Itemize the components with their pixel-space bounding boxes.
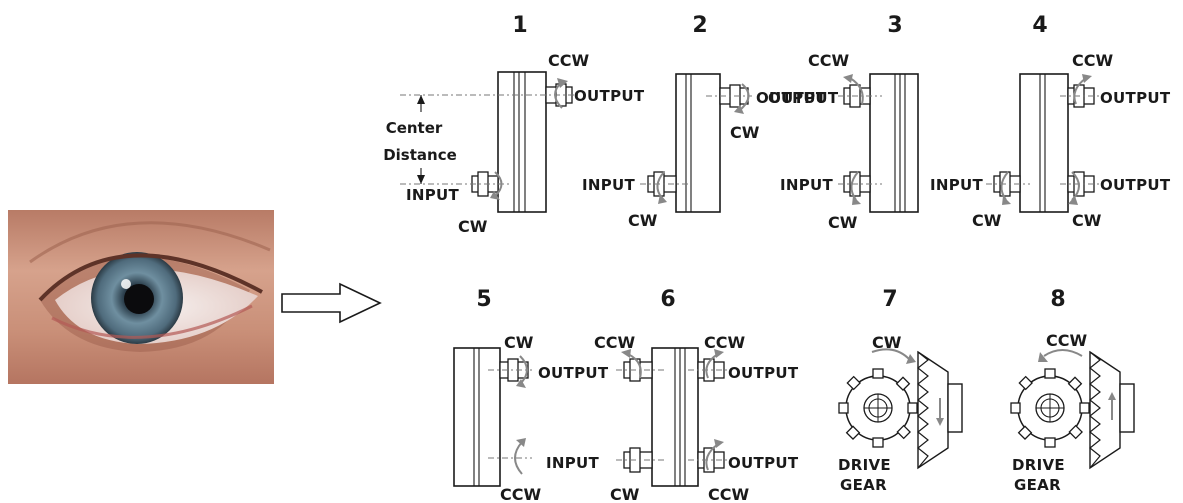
config-1: Center Distance INPUT OUTPUT CCW CW: [383, 51, 645, 236]
input-label-4: INPUT: [930, 176, 984, 194]
output-label-6a: OUTPUT: [728, 364, 799, 382]
ccw-label-8: CCW: [1046, 331, 1087, 350]
config-number-2: 2: [692, 13, 707, 38]
drive-label-8: DRIVE: [1012, 456, 1065, 474]
eye-photo: [8, 210, 274, 384]
drive-gear-icon-8: [1010, 368, 1090, 448]
input-label-1: INPUT: [406, 186, 460, 204]
ccw-label-3: CCW: [808, 51, 849, 70]
ccw-label-5: CCW: [500, 485, 541, 503]
output-label-2: OUTPUT: [756, 89, 827, 107]
input-label-6: INPUT: [546, 454, 600, 472]
config-number-4: 4: [1032, 13, 1047, 38]
output-label-4a: OUTPUT: [1100, 89, 1171, 107]
gear-label-7: GEAR: [840, 476, 887, 494]
cw-label-2b: CW: [628, 211, 658, 230]
drive-gear-icon-7: [838, 368, 918, 448]
cw-label-5: CW: [504, 333, 534, 352]
config-4: CCW OUTPUT INPUT OUTPUT CW CW: [930, 51, 1171, 230]
config-number-3: 3: [887, 13, 902, 38]
ccw-label-4: CCW: [1072, 51, 1113, 70]
ccw-label-6c: CCW: [708, 485, 749, 503]
cw-label-4a: CW: [972, 211, 1002, 230]
distance-label: Distance: [383, 146, 457, 164]
cw-label-6: CW: [610, 485, 640, 503]
center-label: Center: [386, 119, 443, 137]
gear-label-8: GEAR: [1014, 476, 1061, 494]
output-label-6b: OUTPUT: [728, 454, 799, 472]
config-6: CCW CCW OUTPUT INPUT OUTPUT CW CCW: [546, 333, 799, 503]
output-label-3: OUTPUT: [768, 89, 839, 107]
config-number-7: 7: [882, 287, 897, 312]
output-label-4b: OUTPUT: [1100, 176, 1171, 194]
config-7: CW DRIVE GEAR: [838, 333, 963, 494]
cw-label-7: CW: [872, 333, 902, 352]
flow-arrow-icon: [281, 282, 382, 324]
config-5: CW OUTPUT CCW: [453, 333, 609, 503]
output-label-5: OUTPUT: [538, 364, 609, 382]
config-number-5: 5: [476, 287, 491, 312]
cw-label-2: CW: [730, 123, 760, 142]
config-number-8: 8: [1050, 287, 1065, 312]
cw-label-3: CW: [828, 213, 858, 232]
input-label-3: INPUT: [780, 176, 834, 194]
config-3: CCW OUTPUT INPUT CW: [768, 51, 919, 232]
config-number-1: 1: [512, 13, 527, 38]
config-number-6: 6: [660, 287, 675, 312]
cw-label-1: CW: [458, 217, 488, 236]
config-8: CCW DRIVE GEAR: [1010, 331, 1135, 494]
ccw-label-6b: CCW: [704, 333, 745, 352]
cw-label-4b: CW: [1072, 211, 1102, 230]
output-label-1: OUTPUT: [574, 87, 645, 105]
input-label-2: INPUT: [582, 176, 636, 194]
config-2: OUTPUT INPUT CW CW: [582, 73, 827, 230]
ccw-label-6a: CCW: [594, 333, 635, 352]
drive-label-7: DRIVE: [838, 456, 891, 474]
ccw-label-1: CCW: [548, 51, 589, 70]
